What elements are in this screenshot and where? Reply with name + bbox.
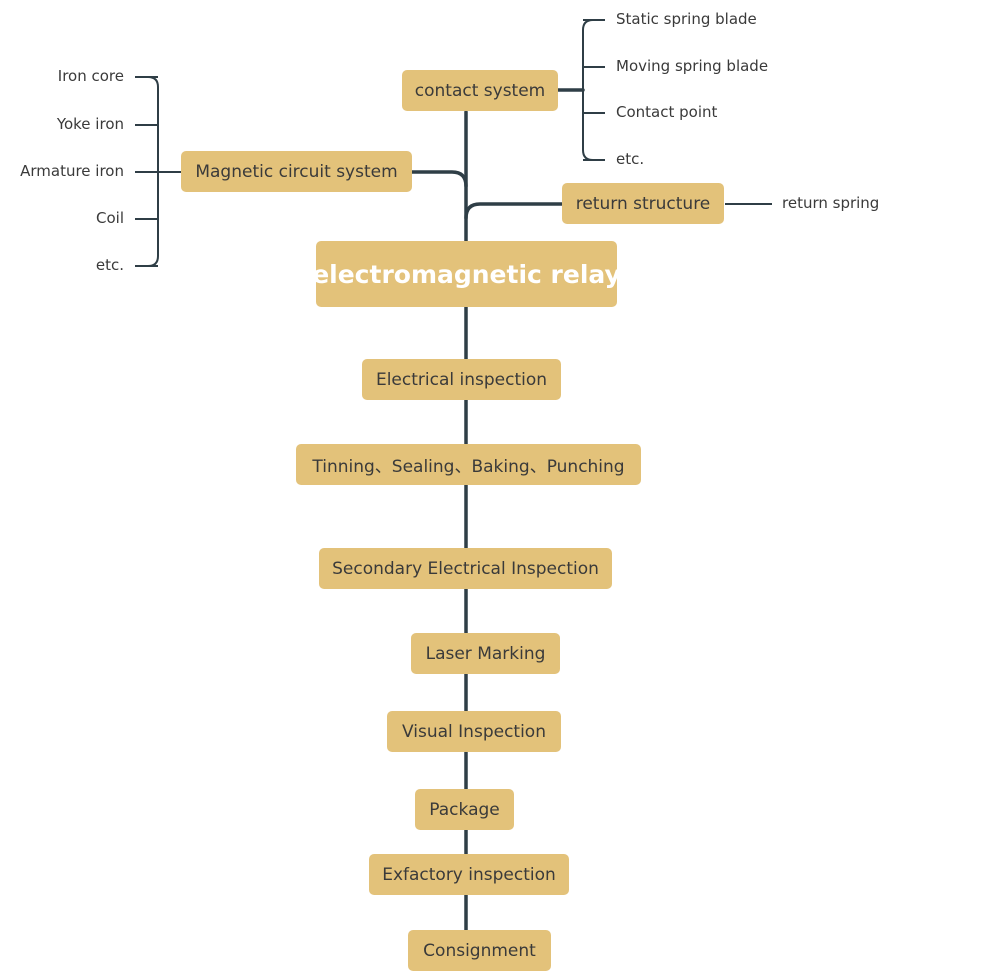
step-label: Electrical inspection: [375, 369, 548, 390]
contact-system-label: contact system: [414, 80, 546, 101]
contact-leaf-etc: etc.: [616, 150, 645, 168]
step-visual-inspection[interactable]: Visual Inspection: [387, 711, 561, 752]
contact-leaf-moving-spring-blade: Moving spring blade: [616, 57, 769, 75]
root-label: electromagnetic relay: [312, 259, 621, 289]
step-label: Laser Marking: [425, 643, 546, 664]
step-secondary-electrical-inspection[interactable]: Secondary Electrical Inspection: [319, 548, 612, 589]
magnetic-leaf-coil: Coil: [96, 209, 124, 227]
contact-system-node[interactable]: contact system: [402, 70, 558, 111]
magnetic-branch-line: [410, 170, 468, 188]
step-label: Visual Inspection: [402, 721, 546, 742]
return-structure-label: return structure: [575, 193, 711, 214]
step-electrical-inspection[interactable]: Electrical inspection: [362, 359, 561, 400]
magnetic-leaf-etc: etc.: [95, 256, 124, 274]
magnetic-circuit-node[interactable]: Magnetic circuit system: [181, 151, 412, 192]
magnetic-leaf-iron-core: Iron core: [57, 67, 124, 85]
step-label: Package: [429, 799, 500, 820]
return-leaf-return-spring: return spring: [782, 194, 880, 212]
step-consignment[interactable]: Consignment: [408, 930, 551, 971]
step-label: Consignment: [423, 940, 536, 961]
contact-bracket: [582, 19, 594, 161]
step-package[interactable]: Package: [415, 789, 514, 830]
root-node[interactable]: electromagnetic relay: [312, 241, 621, 307]
step-exfactory-inspection[interactable]: Exfactory inspection: [369, 854, 569, 895]
return-structure-node[interactable]: return structure: [562, 183, 724, 224]
step-label: Tinning、Sealing、Baking、Punching: [312, 457, 625, 477]
magnetic-leaf-yoke-iron: Yoke iron: [56, 115, 124, 133]
step-label: Secondary Electrical Inspection: [332, 558, 599, 579]
magnetic-circuit-label: Magnetic circuit system: [195, 161, 398, 182]
contact-leaf-static-spring-blade: Static spring blade: [616, 10, 757, 28]
magnetic-leaf-armature-iron: Armature iron: [20, 162, 124, 180]
return-branch-line: [464, 202, 564, 220]
step-label: Exfactory inspection: [382, 864, 556, 885]
step-tinning-sealing-baking-punching[interactable]: Tinning、Sealing、Baking、Punching: [296, 444, 641, 485]
step-laser-marking[interactable]: Laser Marking: [411, 633, 560, 674]
contact-leaf-contact-point: Contact point: [616, 103, 718, 121]
